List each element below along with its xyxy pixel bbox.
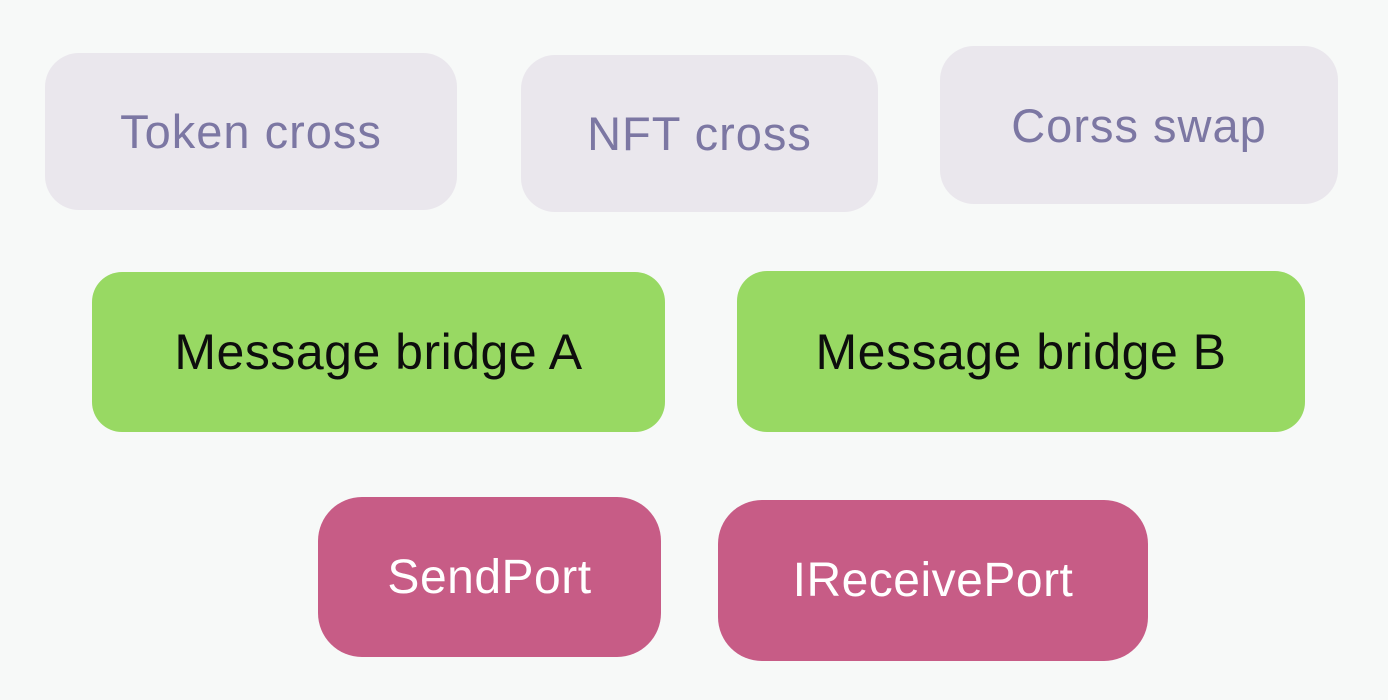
node-ireceiveport-label: IReceivePort [792, 554, 1074, 607]
node-corss-swap-label: Corss swap [1011, 98, 1267, 152]
node-message-bridge-b-label: Message bridge B [815, 323, 1227, 380]
node-message-bridge-a-label: Message bridge A [174, 324, 583, 380]
node-message-bridge-a: Message bridge A [92, 272, 665, 432]
node-message-bridge-b: Message bridge B [737, 271, 1305, 432]
node-nft-cross: NFT cross [521, 55, 878, 212]
node-token-cross-label: Token cross [120, 105, 382, 158]
node-ireceiveport: IReceivePort [718, 500, 1148, 661]
node-sendport-label: SendPort [387, 550, 592, 604]
node-token-cross: Token cross [45, 53, 457, 210]
node-sendport: SendPort [318, 497, 661, 657]
node-corss-swap: Corss swap [940, 46, 1338, 204]
node-nft-cross-label: NFT cross [587, 107, 812, 160]
